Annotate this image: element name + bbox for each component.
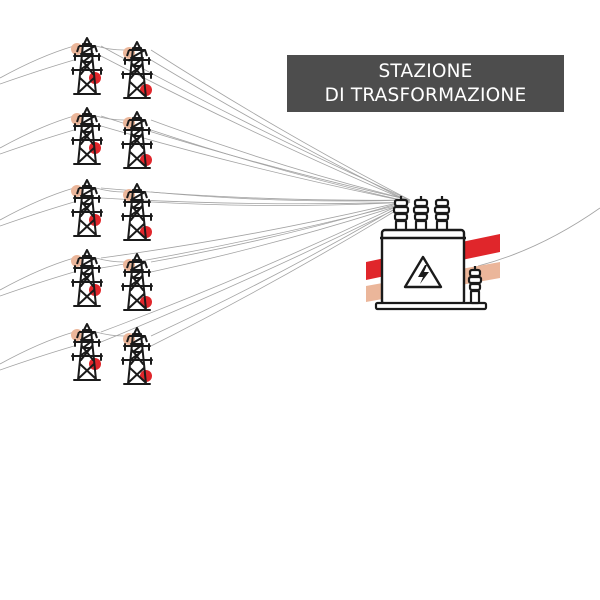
incoming-wire — [0, 345, 75, 371]
transmission-wire — [100, 125, 411, 203]
high-voltage-icon — [403, 255, 443, 289]
incoming-wire — [0, 59, 75, 85]
span-wire — [95, 45, 125, 51]
incoming-wire — [0, 331, 75, 365]
transmission-wire — [100, 201, 411, 343]
incoming-wire — [0, 257, 75, 291]
span-wire — [95, 187, 125, 193]
transformer-icon — [366, 196, 500, 311]
title-line-1: STAZIONE — [378, 60, 473, 82]
transmission-wire — [150, 199, 411, 263]
top-bushings — [392, 196, 451, 233]
outgoing-wire — [477, 207, 600, 267]
transmission-wire — [150, 119, 411, 201]
transmission-wire — [150, 199, 411, 337]
span-wire — [95, 257, 125, 263]
span-wire — [95, 115, 125, 121]
transmission-wire — [150, 191, 411, 202]
transmission-wire — [150, 201, 411, 273]
transmission-lines — [0, 45, 600, 371]
title-line-2: DI TRASFORMAZIONE — [324, 84, 527, 106]
span-wire — [95, 331, 125, 337]
incoming-wire — [0, 271, 75, 297]
transmission-wire — [100, 199, 411, 333]
incoming-wire — [0, 115, 75, 149]
transmission-wire — [150, 201, 411, 347]
incoming-wire — [0, 187, 75, 221]
transmission-wire — [100, 199, 411, 259]
station-title-label: STAZIONE DI TRASFORMAZIONE — [287, 55, 564, 112]
insulator-icon — [467, 266, 483, 305]
incoming-wire — [0, 129, 75, 155]
pylon-grid — [71, 37, 153, 385]
transmission-wire — [150, 129, 411, 203]
transmission-wire — [150, 201, 411, 206]
incoming-wire — [0, 201, 75, 227]
transmission-wire — [150, 49, 411, 201]
incoming-wire — [0, 45, 75, 79]
transmission-wire — [150, 59, 411, 203]
